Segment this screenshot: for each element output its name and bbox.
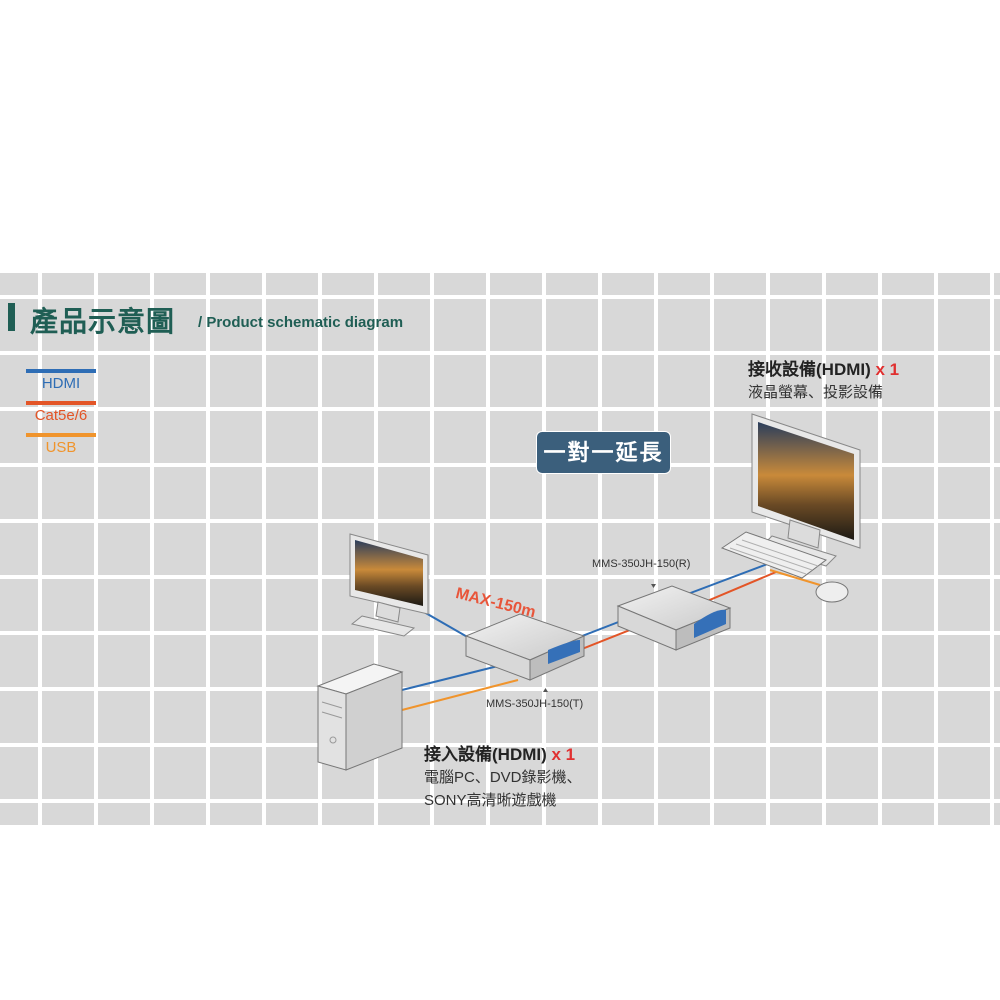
cables (401, 562, 821, 711)
legend-usb-label: USB (45, 439, 77, 456)
receiver-device-title: 接收設備(HDMI) (748, 360, 871, 379)
usb-cable-mouse (769, 569, 821, 586)
transmitter-unit-icon (464, 613, 586, 681)
display-monitor-icon (751, 413, 861, 567)
mode-badge: 一對一延長 (536, 431, 671, 474)
grid-background (0, 273, 1000, 825)
receiver-device-count: x 1 (875, 360, 900, 379)
hdmi-cable-pc (401, 665, 499, 691)
transmitter-model-label: MMS-350JH-150(T) (486, 698, 584, 710)
legend-usb-swatch (26, 433, 96, 437)
receiver-unit-icon (616, 585, 732, 651)
usb-cable-pc (401, 679, 519, 711)
legend-cat-label: Cat5e/6 (34, 407, 88, 424)
source-device-count: x 1 (551, 745, 576, 764)
receiver-model-label: MMS-350JH-150(R) (592, 558, 691, 570)
page-subtitle: / Product schematic diagram (198, 314, 404, 331)
receiver-device-desc: 液晶螢幕、投影設備 (748, 384, 884, 401)
source-device-heading: 接入設備(HDMI) x 1 (424, 740, 575, 765)
mouse-icon (815, 581, 849, 603)
source-device-desc-line1: 電腦PC、DVD錄影機、 (424, 769, 582, 786)
keyboard-icon (720, 531, 828, 579)
legend-hdmi-label: HDMI (41, 375, 81, 392)
legend-hdmi-swatch (26, 369, 96, 373)
receiver-pointer-icon (651, 584, 656, 588)
pc-tower-icon (316, 663, 404, 771)
title-accent-bar (8, 303, 15, 331)
source-device-title: 接入設備(HDMI) (424, 745, 547, 764)
receiver-device-heading: 接收設備(HDMI) x 1 (748, 355, 899, 380)
page-title: 產品示意圖 (30, 306, 176, 337)
source-device-desc-line2: SONY高清晰遊戲機 (424, 792, 557, 809)
source-monitor-icon (349, 533, 429, 637)
transmitter-pointer-icon (543, 688, 548, 692)
legend-cat-swatch (26, 401, 96, 405)
